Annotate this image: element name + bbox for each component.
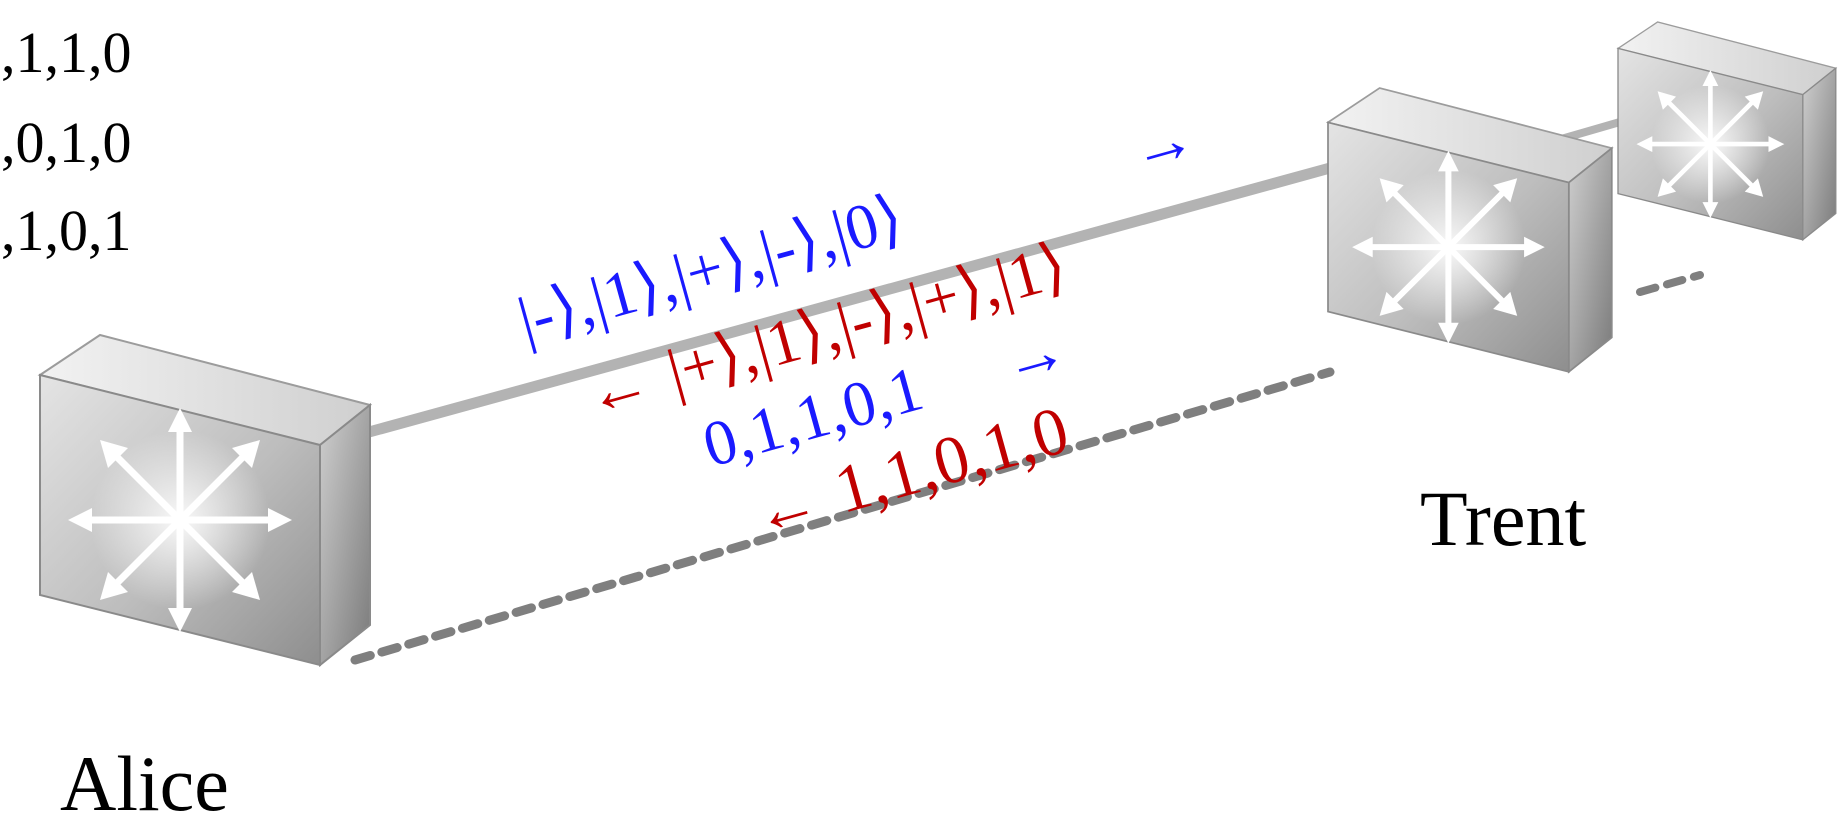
bit-string-3: 1,1,0,1 [0, 198, 132, 263]
left-bit-strings: 0,1,1,0 1,0,1,0 1,1,0,1 [0, 20, 132, 263]
bit-string-2: 1,0,1,0 [0, 110, 132, 175]
bit-string-1: 0,1,1,0 [0, 20, 132, 85]
alice-label: Alice [60, 740, 229, 817]
far-switch-device [1618, 22, 1836, 240]
trent-switch-device [1328, 88, 1612, 372]
arrow-right-icon: → [994, 312, 1075, 398]
alice-switch-device [40, 335, 370, 665]
trent-label: Trent [1420, 475, 1586, 562]
arrow-right-icon: → [1122, 100, 1203, 186]
classical-channel [350, 271, 1704, 665]
